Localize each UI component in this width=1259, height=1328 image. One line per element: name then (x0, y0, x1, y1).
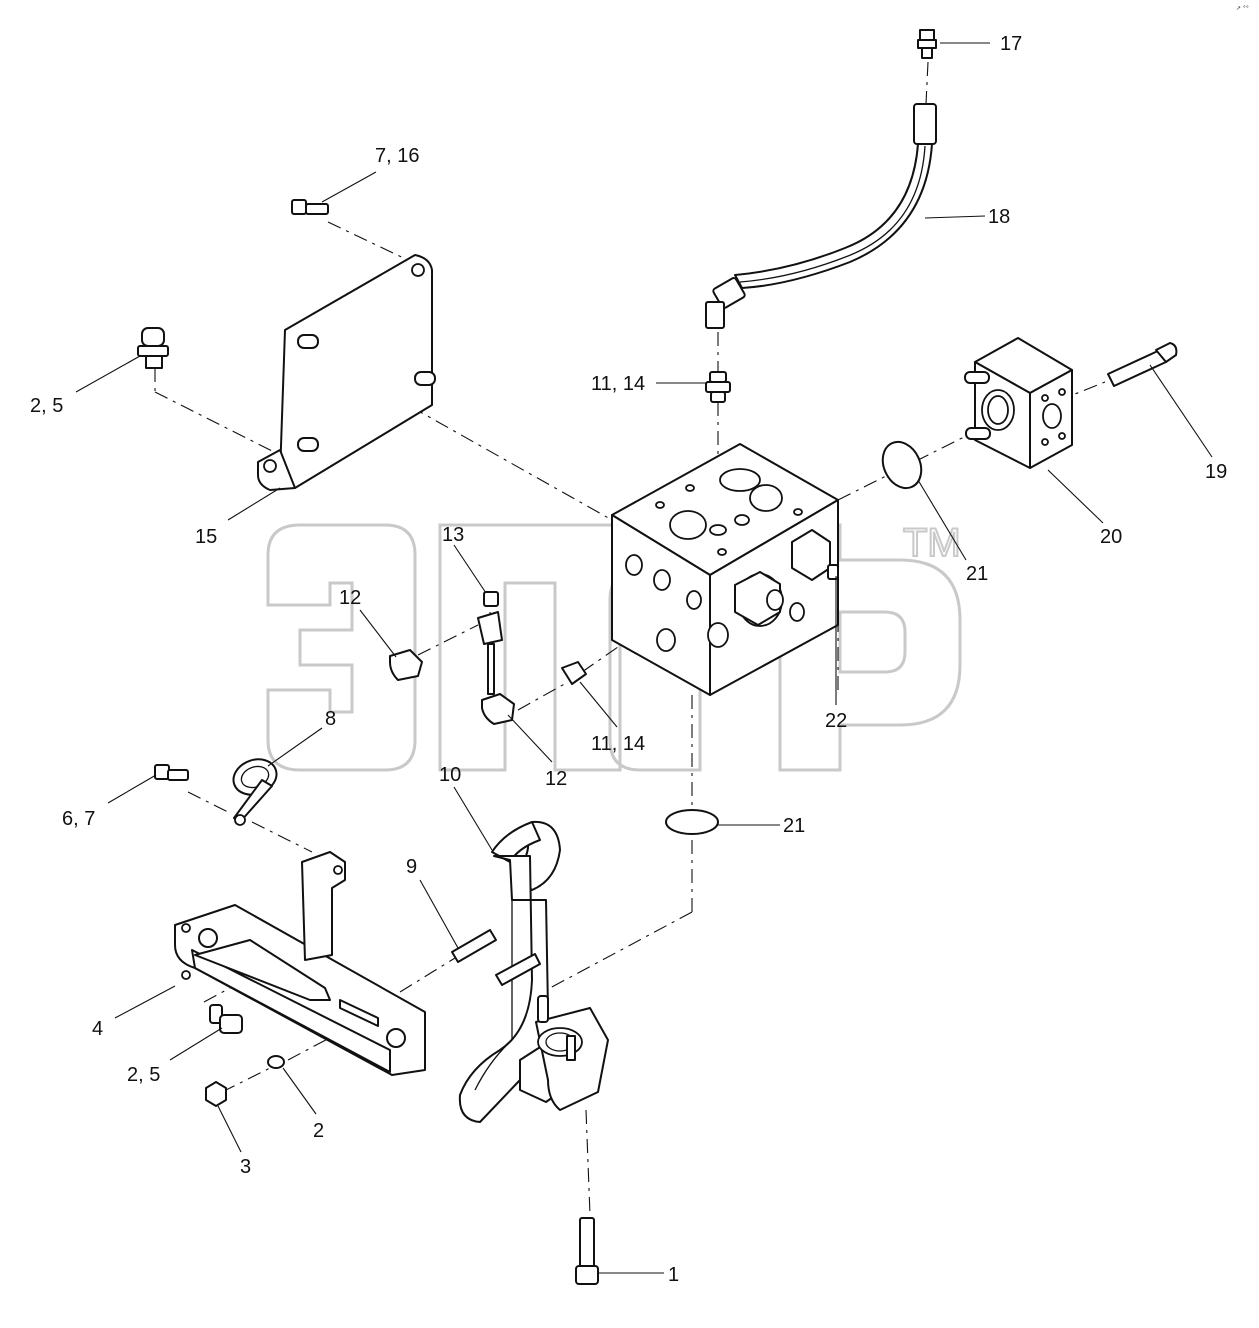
hose-clamp-8 (232, 758, 278, 826)
o-ring-21-bottom (665, 809, 719, 835)
pin-9 (451, 929, 541, 986)
callout-9: 9 (406, 856, 417, 878)
valve-block-22 (611, 443, 839, 696)
callout-18: 18 (988, 206, 1010, 228)
callout-10: 10 (439, 764, 461, 786)
callout-6-7: 6, 7 (62, 808, 95, 830)
bolt-6-7 (154, 764, 189, 781)
callout-11-14-bottom: 11, 14 (591, 733, 645, 755)
fitting-17 (917, 29, 937, 59)
callout-4: 4 (92, 1018, 103, 1040)
suction-pipe-10 (458, 820, 609, 1123)
corner-mark: ↗ °° (1236, 5, 1249, 12)
o-ring-21-right (881, 440, 923, 490)
fitting-11-14-bottom (561, 661, 587, 685)
callout-11-14-top: 11, 14 (591, 373, 645, 395)
callout-21-bottom: 21 (783, 815, 805, 837)
callout-7-16: 7, 16 (375, 145, 419, 167)
mounting-bracket-15 (257, 254, 436, 491)
callout-2-5-top: 2, 5 (30, 395, 63, 417)
watermark-letter-4 (778, 523, 962, 772)
leader-lines (75, 42, 1213, 1274)
callout-2-5-bottom: 2, 5 (127, 1064, 160, 1086)
callout-8: 8 (325, 708, 336, 730)
callout-3: 3 (240, 1156, 251, 1178)
washer-2 (267, 1055, 285, 1069)
callout-2: 2 (313, 1120, 324, 1142)
nut-3 (205, 1081, 227, 1107)
callout-15: 15 (195, 526, 217, 548)
callout-1: 1 (668, 1264, 679, 1286)
bolt-19 (1107, 342, 1178, 387)
fitting-11-14-top (705, 371, 731, 403)
callout-17: 17 (1000, 33, 1022, 55)
adapter-block-20 (964, 337, 1073, 469)
bolt-2-5-top (137, 327, 169, 369)
callout-21-right: 21 (966, 563, 988, 585)
fittings-12-13 (389, 591, 515, 725)
callout-20: 20 (1100, 526, 1122, 548)
watermark-letter-1 (266, 523, 417, 772)
cap-screw-1 (575, 1217, 599, 1285)
watermark-tm: TM (903, 521, 961, 565)
callout-12-top: 12 (339, 587, 361, 609)
support-bracket-4 (174, 851, 426, 1076)
bolt-7-16 (291, 199, 329, 215)
bolt-2-5-bottom (209, 1004, 243, 1034)
callout-12-bottom: 12 (545, 768, 567, 790)
callout-labels: 17 18 7, 16 2, 5 11, 14 19 20 15 21 13 1… (30, 33, 1227, 1286)
callout-13: 13 (442, 524, 464, 546)
callout-19: 19 (1205, 461, 1227, 483)
hydraulic-hose-18 (705, 103, 937, 329)
callout-22: 22 (825, 710, 847, 732)
